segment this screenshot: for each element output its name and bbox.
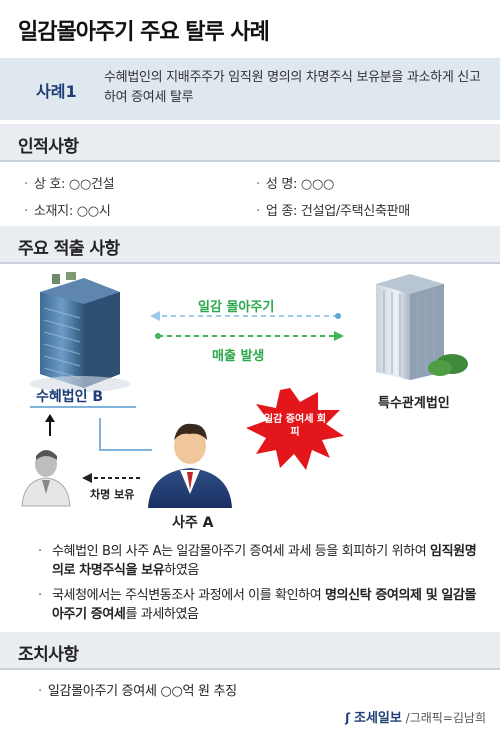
owner-a-person-icon — [148, 423, 232, 508]
up-arrow-icon — [45, 414, 55, 436]
finding-item: ·수혜법인 B의 사주 A는 일감몰아주기 증여세 과세 등을 회피하기 위하여… — [38, 544, 477, 578]
logo-mark-icon: ʃ — [345, 711, 351, 725]
section-personal: 인적사항 — [0, 124, 500, 162]
source-credit: ʃ 조세일보 /그래픽=김남희 — [345, 707, 486, 726]
company-b-building-icon — [30, 272, 130, 392]
case-label: 사례1 — [36, 82, 77, 101]
finding-item: ·국세청에서는 주식변동조사 과정에서 이를 확인하여 명의신탁 증여의제 및 … — [38, 588, 477, 622]
section-findings: 주요 적출 사항 — [0, 226, 500, 264]
info-name: ·성 명: ○○○ — [256, 177, 335, 192]
gift-arrow-icon — [150, 311, 341, 321]
burst-label: 일감 증여세 회피 — [263, 414, 327, 438]
nominee-arrow-icon — [82, 473, 140, 483]
related-company-label: 특수관계법인 — [378, 396, 450, 411]
section-divider — [0, 262, 500, 264]
case-description: 수혜법인의 지배주주가 임직원 명의의 차명주식 보유분을 과소하게 신고하여 … — [104, 70, 481, 105]
info-business: ·업 종: 건설업/주택신축판매 — [256, 204, 410, 219]
sales-arrow-label: 매출 발생 — [212, 349, 265, 364]
section-measures: 조치사항 — [0, 632, 500, 670]
section-personal-title: 인적사항 — [18, 137, 79, 157]
graphic-credit: /그래픽=김남희 — [405, 711, 486, 725]
section-findings-title: 주요 적출 사항 — [18, 239, 120, 259]
tax-evasion-burst-icon — [246, 388, 344, 470]
owner-label: 사주 A — [172, 515, 214, 531]
company-b-label: 수혜법인 B — [36, 389, 104, 405]
info-location: ·소재지: ○○시 — [24, 204, 111, 219]
sales-arrow-icon — [155, 331, 344, 341]
section-measures-title: 조치사항 — [18, 645, 79, 665]
findings-list: ·수혜법인 B의 사주 A는 일감몰아주기 증여세 과세 등을 회피하기 위하여… — [38, 542, 478, 630]
case-banner: 사례1 수혜법인의 지배주주가 임직원 명의의 차명주식 보유분을 과소하게 신… — [0, 58, 500, 120]
section-divider — [0, 160, 500, 162]
owner-connector — [99, 418, 152, 451]
publisher-logo: 조세일보 — [353, 711, 402, 726]
gift-arrow-label: 일감 몰아주기 — [198, 300, 275, 315]
nominee-person-icon — [21, 450, 71, 507]
nominee-label: 차명 보유 — [90, 488, 135, 501]
measures-item: ·일감몰아주기 증여세 ○○억 원 추징 — [38, 684, 237, 699]
section-divider — [0, 668, 500, 670]
related-company-building-icon — [376, 274, 468, 380]
findings-diagram — [21, 272, 468, 508]
page-title: 일감몰아주기 주요 탈루 사례 — [18, 20, 270, 45]
info-trade-name: ·상 호: ○○건설 — [24, 177, 115, 192]
